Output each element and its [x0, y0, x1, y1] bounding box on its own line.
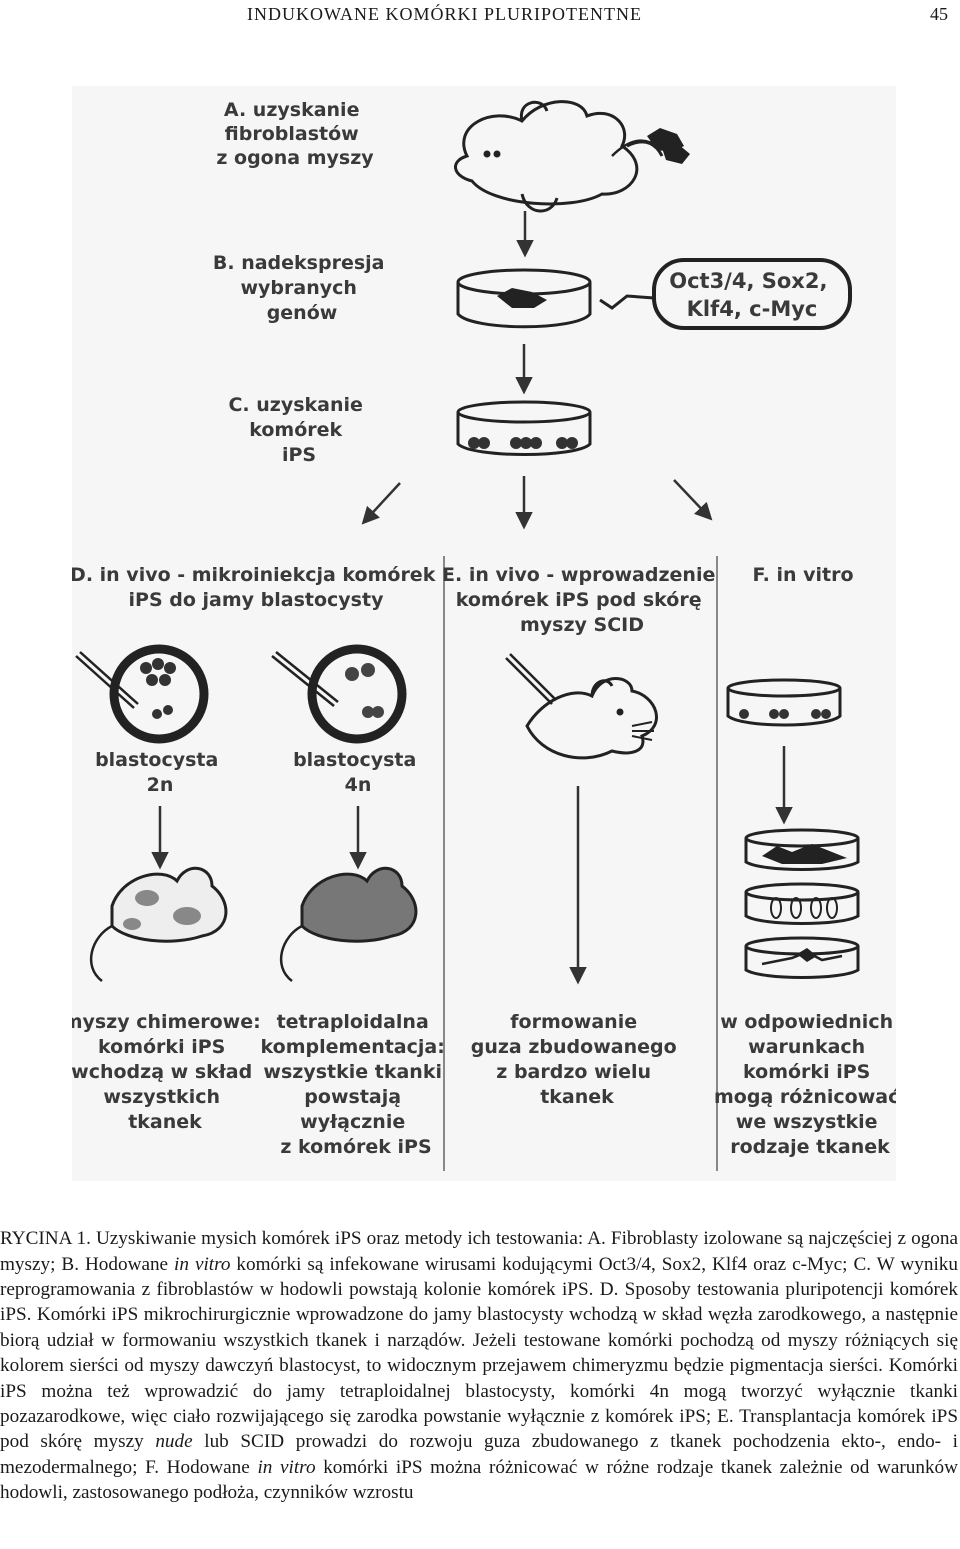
label-result-tetraploid: tetraploidalna komplementacja: wszystkie… — [261, 1011, 452, 1158]
figure-diagram: A. uzyskanie fibroblastów z ogona myszy … — [72, 99, 896, 1171]
label-step-e: E. in vivo - wprowadzenie komórek iPS po… — [442, 564, 722, 636]
caption-part-4: komórki iPS można różnicować w różne rod… — [0, 1456, 958, 1504]
label-step-a: A. uzyskanie fibroblastów z ogona myszy — [216, 99, 374, 169]
label-step-d: D. in vivo - mikroiniekcja komórek iPS d… — [72, 564, 442, 611]
dish-f-ips-icon — [726, 678, 842, 727]
caption-part-2: komórki są infekowane wirusami kodującym… — [0, 1253, 958, 1453]
caption-italic-in-vitro-2: in vitro — [257, 1456, 316, 1478]
page-number: 45 — [930, 4, 948, 24]
running-title: INDUKOWANE KOMÓRKI PLURIPOTENTNE — [247, 4, 642, 24]
dish-f-differentiated-2-icon — [744, 882, 860, 925]
caption-part-3: lub SCID prowadzi do rozwoju guza zbudow… — [0, 1431, 959, 1478]
dish-b-icon — [456, 268, 592, 329]
label-blastocyst-4n: blastocysta 4n — [293, 749, 423, 796]
label-step-f: F. in vitro — [752, 564, 853, 586]
mouse-top-icon — [454, 100, 664, 213]
label-step-c: C. uzyskanie komórek iPS — [228, 394, 369, 466]
label-result-tumor: formowanie guza zbudowanego z bardzo wie… — [471, 1011, 684, 1108]
chimeric-mouse-icon — [90, 866, 228, 982]
label-result-chimeric: myszy chimerowe: komórki iPS wchodzą w s… — [72, 1011, 267, 1133]
caption-italic-in-vitro-1: in vitro — [174, 1253, 231, 1275]
mouse-scid-icon — [505, 653, 658, 760]
dish-c-icon — [456, 400, 592, 456]
dish-f-differentiated-1-icon — [744, 828, 860, 871]
blastocyst-4n-icon — [271, 644, 407, 744]
tetraploid-mouse-icon — [280, 866, 418, 982]
genes-bubble — [652, 258, 852, 330]
label-step-b: B. nadekspresja wybranych genów — [213, 252, 391, 324]
label-result-invitro: w odpowiednich warunkach komórki iPS mog… — [714, 1011, 896, 1158]
label-blastocyst-2n: blastocysta 2n — [95, 749, 225, 796]
caption-part-1: RYCINA 1. Uzyskiwanie mysich komórek iPS… — [0, 1228, 958, 1275]
running-head: INDUKOWANE KOMÓRKI PLURIPOTENTNE 45 — [0, 4, 960, 28]
lightning-arrow — [599, 294, 655, 310]
blastocyst-2n-icon — [75, 644, 209, 744]
figure-caption: RYCINA 1. Uzyskiwanie mysich komórek iPS… — [0, 1226, 958, 1505]
label-genes: Oct3/4, Sox2, Klf4, c-Myc — [669, 269, 835, 321]
fibroblast-cells-icon — [647, 128, 690, 164]
figure-1: A. uzyskanie fibroblastów z ogona myszy … — [72, 86, 896, 1181]
caption-italic-nude: nude — [155, 1431, 193, 1453]
dish-f-differentiated-3-icon — [744, 936, 860, 979]
